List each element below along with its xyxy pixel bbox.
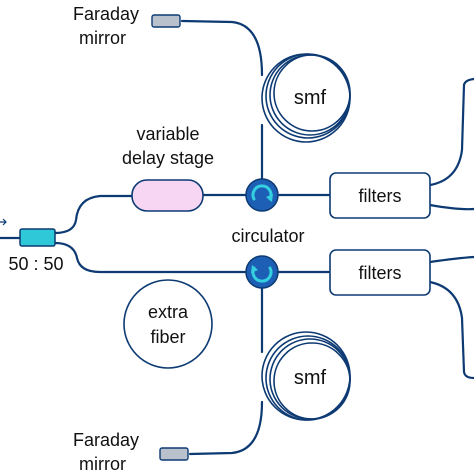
bottom-mirror-fiber	[188, 400, 264, 456]
smf-bottom-label: smf	[294, 367, 327, 389]
extra-fiber: extra fiber	[123, 279, 213, 369]
smf-top-label: smf	[294, 87, 327, 109]
faraday-mirror-top-icon	[151, 14, 181, 28]
delay-stage-icon	[131, 179, 204, 212]
faraday-mirror-top-line1: Faraday	[73, 4, 139, 24]
arrow-right-icon	[0, 218, 7, 226]
coupler-ratio-label: 50 : 50	[8, 254, 63, 274]
coupler-icon	[19, 228, 56, 247]
bottom-filters-output-fiber-2	[428, 280, 474, 380]
filters-bottom-label: filters	[358, 263, 401, 283]
circulator-top	[245, 178, 279, 212]
variable-delay-line1: variable	[136, 124, 199, 144]
top-filters-output-fiber	[428, 77, 474, 187]
faraday-mirror-top-line2: mirror	[79, 28, 126, 48]
faraday-mirror-bottom-icon	[159, 447, 189, 461]
variable-delay-line2: delay stage	[122, 148, 214, 168]
faraday-mirror-bottom-line2: mirror	[79, 454, 126, 474]
filters-top-label: filters	[358, 186, 401, 206]
circulator-bottom	[245, 255, 279, 289]
variable-delay-stage: variable delay stage	[122, 124, 214, 212]
smf-spool-top: smf	[261, 53, 351, 143]
lower-arm-fiber	[53, 241, 248, 274]
top-mirror-fiber	[180, 19, 264, 77]
smf-spool-bottom: smf	[261, 331, 351, 421]
bottom-filters-output-fiber	[428, 255, 474, 264]
extra-fiber-line2: fiber	[150, 327, 185, 347]
faraday-mirror-top: Faraday mirror	[73, 4, 181, 48]
circulator-clockwise-icon	[251, 184, 273, 202]
faraday-mirror-bottom: Faraday mirror	[73, 430, 189, 474]
circulator-label: circulator	[231, 226, 304, 246]
upper-arm-fiber	[53, 194, 134, 235]
fiber-coupler: 50 : 50	[8, 228, 64, 274]
faraday-mirror-bottom-line1: Faraday	[73, 430, 139, 450]
circulator-counterclockwise-icon	[251, 265, 273, 283]
filters-bottom: filters	[329, 249, 431, 296]
top-filters-output-fiber-2	[428, 203, 474, 211]
fiber-paths	[0, 19, 474, 456]
extra-fiber-line1: extra	[148, 302, 189, 322]
filters-top: filters	[329, 172, 431, 219]
